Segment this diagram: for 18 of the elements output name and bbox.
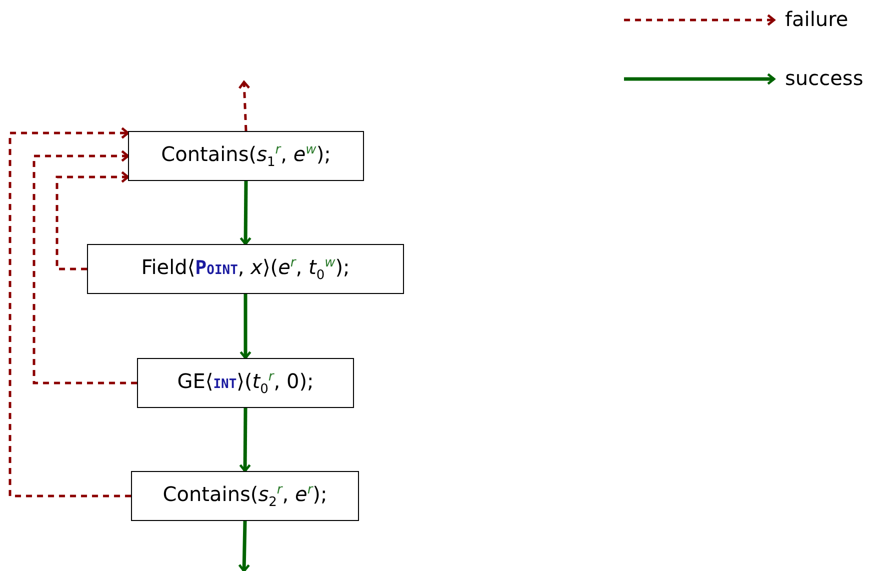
statement-text: Contains(s$_{1}$$^{r}$, e$^{w}$); — [161, 142, 331, 170]
statement-text: Contains(s$_{2}$$^{r}$, e$^{r}$); — [162, 482, 328, 510]
arrow — [32, 150, 137, 384]
legend-label: success — [785, 66, 864, 90]
arrow — [240, 180, 252, 246]
arrow — [238, 520, 250, 571]
arrow — [56, 171, 130, 270]
process-box — [137, 358, 354, 408]
legend-label: failure — [785, 7, 848, 31]
statement-text: GE⟨int⟩(t$_{0}$$^{r}$, 0); — [177, 369, 314, 397]
arrow — [8, 127, 131, 498]
arrow — [238, 80, 250, 132]
statement-text: Field⟨Point, x⟩(e$^{r}$, t$_{0}$$^{w}$); — [141, 255, 350, 283]
process-box — [87, 244, 404, 294]
arrow — [239, 408, 252, 472]
process-box — [128, 131, 364, 181]
process-box — [131, 471, 359, 521]
arrow — [240, 294, 252, 360]
